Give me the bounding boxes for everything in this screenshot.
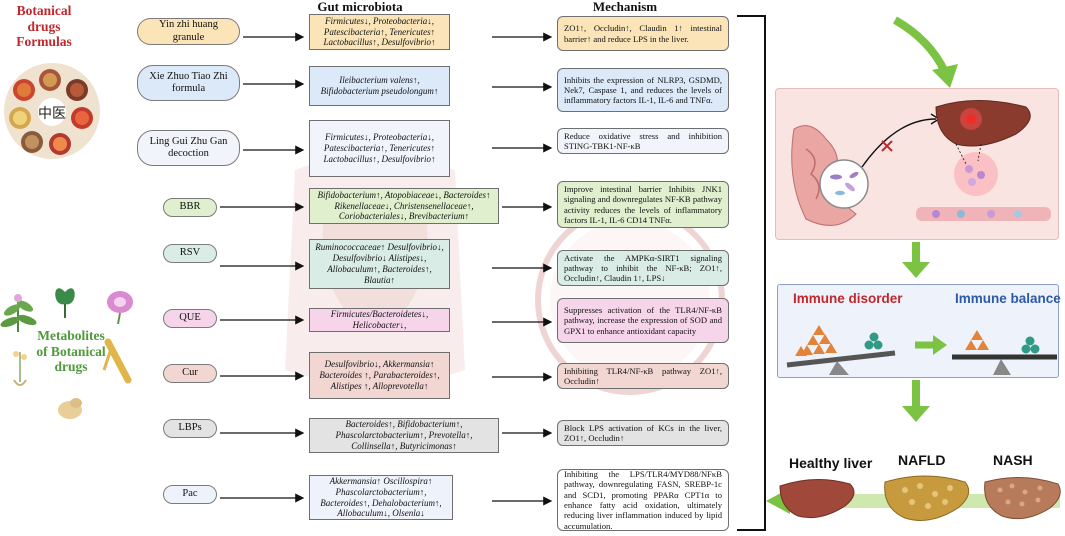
mechanism-yin-zhi-huang: ZO1↑, Occludin↑, Claudin 1↑ intestinal b… bbox=[557, 16, 729, 51]
mechanism-rsv: Activate the AMPKα-SIRT1 signaling pathw… bbox=[557, 250, 729, 286]
microbiota-bbr: Bifidobacterium↑, Atopobiaceae↓, Bactero… bbox=[309, 188, 499, 224]
microbiota-rsv: Ruminococcaceae↑ Desulfovibrio↓, Desulfo… bbox=[309, 239, 450, 289]
gut-microbiota-header: Gut microbiota bbox=[317, 0, 403, 14]
microbiota-lbps: Bacteroides↑, Bifidobacterium↑, Phascola… bbox=[309, 418, 499, 453]
drug-xie-zhuo-tiao-zhi: Xie Zhuo Tiao Zhi formula bbox=[137, 65, 240, 101]
mechanism-que: Suppresses activation of the TLR4/NF-κB … bbox=[557, 298, 729, 343]
drug-cur: Cur bbox=[163, 364, 217, 383]
metabolites-title: Metabolites of Botanical drugs bbox=[36, 328, 106, 375]
drug-rsv: RSV bbox=[163, 244, 217, 263]
drug-ling-gui-zhu-gan: Ling Gui Zhu Gan decoction bbox=[137, 130, 240, 166]
gut-liver-axis-panel bbox=[775, 88, 1059, 240]
svg-text:中医: 中医 bbox=[38, 106, 66, 122]
gut-liver-illustration bbox=[791, 100, 1051, 226]
drug-yin-zhi-huang: Yin zhi huang granule bbox=[137, 18, 240, 45]
mechanism-ling-gui-zhu-gan: Reduce oxidative stress and inhibition S… bbox=[557, 128, 729, 154]
drug-pac: Pac bbox=[163, 485, 217, 504]
microbiota-ling-gui-zhu-gan: Firmicutes↓, Proteobacteria↓, Patescibac… bbox=[309, 120, 450, 177]
botanical-formulas-title: Botanical drugs Formulas bbox=[16, 3, 72, 50]
healthy-liver-label: Healthy liver bbox=[789, 455, 873, 471]
mechanism-header: Mechanism bbox=[592, 0, 658, 14]
mechanism-cur: Inhibiting TLR4/NF-κB pathway ZO1↑, Occl… bbox=[557, 363, 729, 389]
mechanism-lbps: Block LPS activation of KCs in the liver… bbox=[557, 420, 729, 446]
microbiota-que: Firmicutes/Bacteroidetes↓, Helicobacter↓… bbox=[309, 308, 450, 332]
mechanism-pac: Inhibiting the LPS/TLR4/MYD88/NFκB pathw… bbox=[557, 469, 729, 531]
immune-disorder-label: Immune disorder bbox=[793, 291, 903, 306]
drug-que: QUE bbox=[163, 309, 217, 328]
herbal-bowls-illustration: 中医 bbox=[4, 63, 100, 159]
mechanism-xie-zhuo-tiao-zhi: Inhibits the expression of NLRP3, GSDMD,… bbox=[557, 68, 729, 112]
immune-scales-illustration bbox=[786, 325, 1057, 375]
microbiota-cur: Desulfovibrio↓, Akkermansia↑ Bacteroides… bbox=[309, 352, 450, 399]
immune-balance-label: Immune balance bbox=[955, 291, 1061, 306]
microbiota-yin-zhi-huang: Firmicutes↓, Proteobacteria↓, Patescibac… bbox=[309, 14, 450, 50]
microbiota-xie-zhuo-tiao-zhi: Ileibacterium valens↑, Bifidobacterium p… bbox=[309, 66, 450, 106]
drug-lbps: LBPs bbox=[163, 419, 217, 438]
nash-label: NASH bbox=[993, 452, 1033, 468]
microbiota-pac: Akkermansia↑ Oscillospira↑ Phascolarctob… bbox=[309, 475, 453, 520]
nafld-label: NAFLD bbox=[898, 452, 946, 468]
herb-plants-illustration bbox=[0, 288, 133, 419]
drug-bbr: BBR bbox=[163, 198, 217, 217]
liver-progression-illustration bbox=[766, 475, 1061, 521]
mechanism-bbr: Improve intestinal barrier Inhibits JNK1… bbox=[557, 181, 729, 228]
